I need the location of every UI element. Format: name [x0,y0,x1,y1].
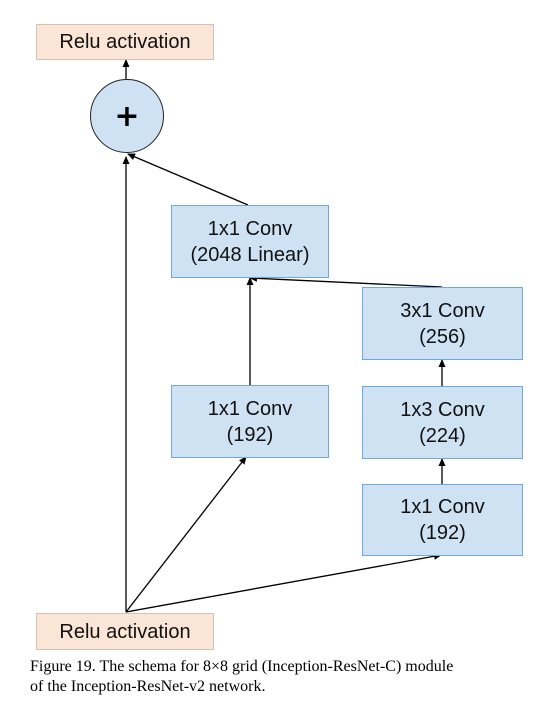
edge-relu-to-right-conv [125,552,442,613]
conv-1x1-linear-node: 1x1 Conv (2048 Linear) [171,205,329,278]
figure-caption: Figure 19. The schema for 8×8 grid (Ince… [30,657,550,697]
relu-activation-top-label: Relu activation [59,31,191,53]
relu-activation-bottom-label: Relu activation [59,620,191,643]
conv-1x1-right-node: 1x1 Conv (192) [362,484,523,556]
relu-activation-bottom-node: Relu activation [36,613,214,650]
conv-3x1-line2: (256) [419,325,466,348]
conv-1x1-linear-line1: 1x1 Conv [207,217,293,240]
conv-1x3-line2: (224) [419,424,466,447]
edge-relu-to-left-conv [125,456,247,613]
conv-1x1-left-line2: (192) [226,423,274,446]
sum-node-plus-icon: + [90,79,164,153]
figure-caption-line1: Figure 19. The schema for 8×8 grid (Ince… [30,658,454,675]
conv-3x1-node: 3x1 Conv (256) [362,287,523,360]
conv-1x1-linear-line2: (2048 Linear) [190,243,310,266]
edge-3x1-to-linear [249,274,443,288]
conv-1x3-node: 1x3 Conv (224) [362,386,523,459]
edge-linear-to-sum [127,153,249,206]
conv-1x1-left-node: 1x1 Conv (192) [171,385,329,458]
conv-1x3-line1: 1x3 Conv [400,398,485,421]
relu-activation-top-node: Relu activation [36,24,214,60]
conv-3x1-line1: 3x1 Conv [400,299,485,322]
conv-1x1-left-line1: 1x1 Conv [207,397,293,420]
conv-1x1-right-line2: (192) [419,522,466,544]
conv-1x1-right-line1: 1x1 Conv [400,496,485,518]
sum-symbol: + [114,98,140,134]
figure-caption-line2: of the Inception-ResNet-v2 network. [30,678,266,695]
